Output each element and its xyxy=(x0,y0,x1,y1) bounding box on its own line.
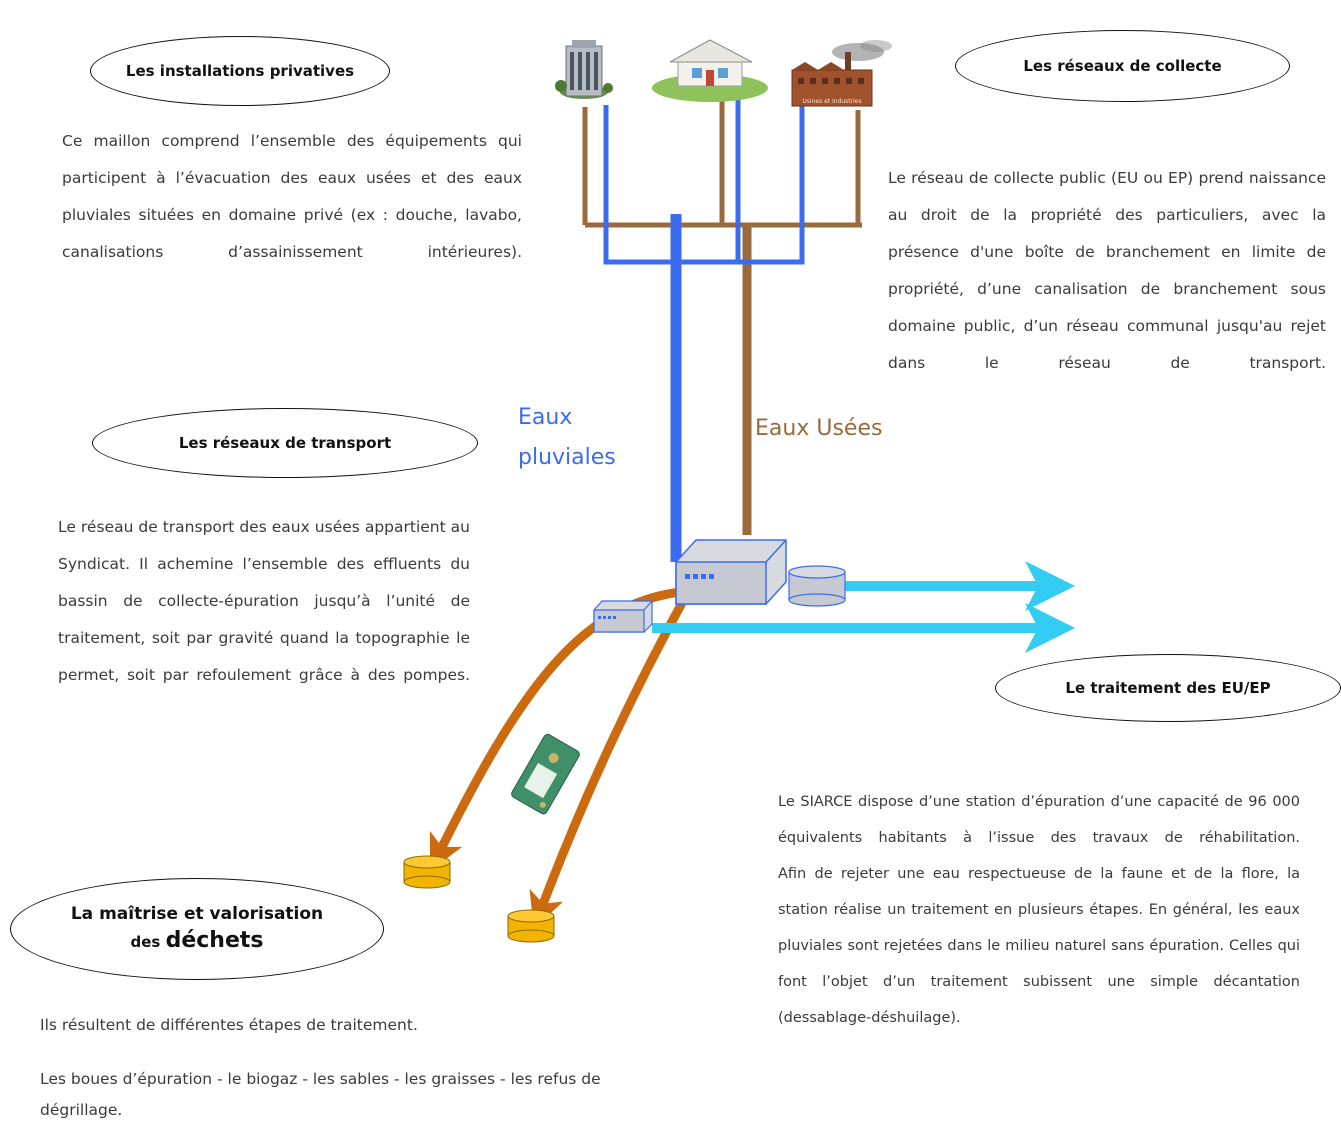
title-traitement: Le traitement des EU/EP xyxy=(995,654,1341,722)
text-traitement-2: Afin de rejeter une eau respectueuse de … xyxy=(778,856,1300,1036)
text-traitement-1: Le SIARCE dispose d’une station d’épurat… xyxy=(778,784,1300,856)
text-dechets-2: Les boues d’épuration - le biogaz - les … xyxy=(40,1064,660,1126)
title-reseaux-transport-text: Les réseaux de transport xyxy=(178,434,392,452)
text-reseaux-collecte: Le réseau de collecte public (EU ou EP) … xyxy=(888,160,1326,382)
title-dechets-line1: La maîtrise et valorisation xyxy=(70,903,324,924)
title-reseaux-collecte-text: Les réseaux de collecte xyxy=(1023,57,1222,75)
title-dechets-line2: des déchets xyxy=(131,926,264,956)
text-reseaux-collecte-content: Le réseau de collecte public (EU ou EP) … xyxy=(888,169,1326,372)
label-eaux-pluviales-line1: Eaux xyxy=(518,405,573,430)
title-installations-privatives: Les installations privatives xyxy=(90,36,390,106)
waste-arrow-right xyxy=(529,600,686,929)
apartment-building-icon xyxy=(555,40,613,99)
text-dechets-2-content: Les boues d’épuration - le biogaz - les … xyxy=(40,1070,601,1119)
title-reseaux-collecte: Les réseaux de collecte xyxy=(955,30,1290,102)
label-eaux-pluviales: Eaux pluviales xyxy=(518,398,616,478)
factory-icon: Usines et industries xyxy=(791,40,892,107)
text-reseaux-transport: Le réseau de transport des eaux usées ap… xyxy=(58,509,470,694)
degrillage-icon xyxy=(511,733,580,815)
eaux-pluviales-collecte-pipes xyxy=(603,98,805,265)
tank-icon xyxy=(788,565,846,607)
treatment-station-icon xyxy=(675,539,787,605)
text-installations-privatives: Ce maillon comprend l’ensemble des équip… xyxy=(62,123,522,271)
waste-bin-icon-left xyxy=(403,855,451,889)
label-eaux-usees-text: Eaux Usées xyxy=(755,416,883,441)
pump-station-icon xyxy=(593,600,653,633)
house-icon xyxy=(652,39,768,102)
factory-caption: Usines et industries xyxy=(802,98,861,105)
label-eaux-usees: Eaux Usées xyxy=(755,416,882,441)
title-traitement-text: Le traitement des EU/EP xyxy=(1065,679,1271,697)
eaux-usees-collecte-pipes xyxy=(582,98,862,228)
title-dechets-prefix: des xyxy=(130,932,161,951)
label-eaux-pluviales-line2: pluviales xyxy=(518,445,616,470)
title-dechets-big: déchets xyxy=(165,927,264,953)
title-dechets: La maîtrise et valorisation des déchets xyxy=(10,878,384,980)
text-reseaux-transport-content: Le réseau de transport des eaux usées ap… xyxy=(58,518,470,684)
text-installations-privatives-content: Ce maillon comprend l’ensemble des équip… xyxy=(62,132,522,261)
waste-bin-icon-right xyxy=(507,909,555,943)
text-traitement-1-content: Le SIARCE dispose d’une station d’épurat… xyxy=(778,794,1300,846)
text-traitement-2-content: Afin de rejeter une eau respectueuse de … xyxy=(778,866,1300,1026)
title-installations-privatives-text: Les installations privatives xyxy=(125,62,355,80)
title-reseaux-transport: Les réseaux de transport xyxy=(92,408,478,478)
text-dechets-1-content: Ils résultent de différentes étapes de t… xyxy=(40,1016,418,1034)
text-dechets-1: Ils résultent de différentes étapes de t… xyxy=(40,1012,660,1038)
